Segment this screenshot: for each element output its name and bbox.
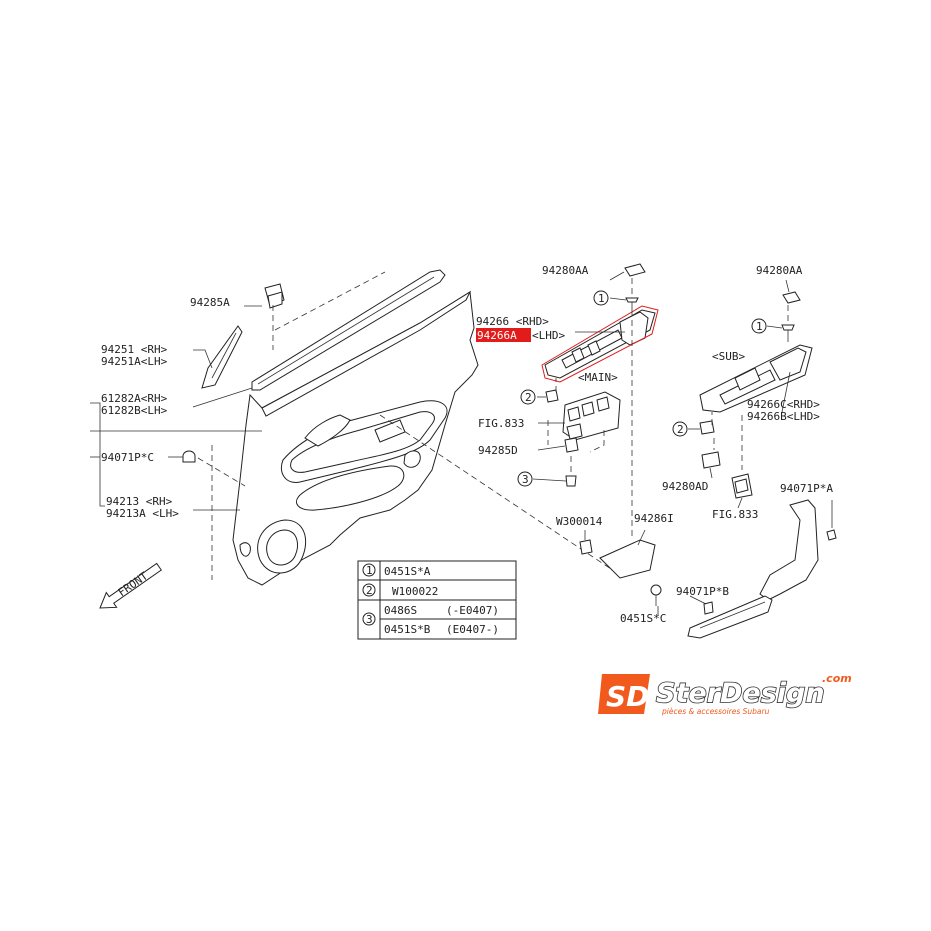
label-w300014: W300014: [556, 515, 603, 528]
label-94251: 94251 <RH>: [101, 343, 168, 356]
callout-2-sub: 2: [672, 421, 688, 437]
label-fig833-main: FIG.833: [478, 417, 524, 430]
svg-text:2: 2: [677, 423, 684, 436]
callout-1-sub: 1: [751, 318, 767, 334]
cap-94280aa-main: [624, 263, 646, 277]
svg-text:3: 3: [522, 473, 529, 486]
main-switch-panel: [544, 309, 656, 379]
label-94266a: 94266A: [477, 329, 517, 342]
clip-94071pc: [182, 450, 196, 463]
window-switch-main: [562, 391, 621, 441]
clip-94285d: [564, 437, 579, 453]
front-label: FRONT: [116, 569, 151, 599]
label-94266: 94266 <RHD>: [476, 315, 549, 328]
logo-domain: .com: [822, 672, 852, 685]
front-direction-arrow: FRONT: [99, 562, 162, 609]
label-94213a: 94213A <LH>: [106, 507, 179, 520]
screw-callout-1-main: [625, 297, 639, 315]
legend-text-3a: 0486S: [384, 604, 417, 617]
door-trim-panel: [232, 290, 479, 586]
cap-94280aa-sub: [782, 291, 801, 304]
clip-w300014: [579, 539, 593, 555]
clip-94285a: [264, 283, 285, 309]
screw-0451sc: [650, 584, 662, 606]
label-94280aa-main: 94280AA: [542, 264, 589, 277]
svg-text:1: 1: [756, 320, 763, 333]
logo-tagline: pièces & accessoires Subaru: [661, 707, 770, 716]
label-61282a: 61282A<RH>: [101, 392, 168, 405]
callout-1-main: 1: [593, 290, 609, 306]
label-fig833-sub: FIG.833: [712, 508, 758, 521]
label-main: <MAIN>: [578, 371, 618, 384]
bracket-94286i: [599, 539, 656, 579]
legend-text-1: 0451S*A: [384, 565, 431, 578]
logo-mark: SD: [598, 674, 650, 714]
legend-range-3b: (E0407-): [446, 623, 499, 636]
screw-callout-1-sub: [781, 324, 795, 342]
clip-callout-2-main: [545, 389, 559, 403]
logo-brand-text: SterDesign: [656, 678, 825, 709]
clip-94071pa: [826, 529, 837, 541]
legend-text-2: W100022: [392, 585, 438, 598]
clip-94280ad: [701, 451, 721, 469]
label-94266c: 94266C<RHD>: [747, 398, 820, 411]
legend-text-3b: 0451S*B: [384, 623, 431, 636]
label-94266a-lhd: <LHD>: [532, 329, 565, 342]
screw-callout-3: [565, 475, 577, 487]
label-94266b: 94266B<LHD>: [747, 410, 820, 423]
label-94266a-highlight: [476, 328, 531, 342]
legend-ref-1: 1: [366, 564, 373, 577]
pillar-trim: [687, 499, 819, 639]
corner-cover-94251: [201, 325, 243, 389]
main-switch-highlight: [541, 305, 659, 383]
callout-3-main: 3: [517, 471, 533, 487]
fastener-legend: 1 0451S*A 2 W100022 3 0486S (-E0407) 045…: [357, 560, 517, 640]
label-94286i: 94286I: [634, 512, 674, 525]
svg-text:SD: SD: [606, 680, 649, 713]
label-94251a: 94251A<LH>: [101, 355, 168, 368]
legend-ref-3: 3: [366, 613, 373, 626]
window-switch-sub: [731, 473, 753, 499]
label-94280ad: 94280AD: [662, 480, 708, 493]
svg-text:1: 1: [598, 292, 605, 305]
sterdesign-logo: SD SterDesign .com pièces & accessoires …: [598, 672, 852, 716]
label-94280aa-sub: 94280AA: [756, 264, 803, 277]
label-94213: 94213 <RH>: [106, 495, 173, 508]
label-94285a: 94285A: [190, 296, 230, 309]
callout-2-main: 2: [520, 389, 536, 405]
clip-94071pb: [703, 601, 714, 615]
sub-switch-panel: [699, 344, 813, 413]
label-sub: <SUB>: [712, 350, 745, 363]
legend-range-3a: (-E0407): [446, 604, 499, 617]
label-94071pa: 94071P*A: [780, 482, 833, 495]
label-61282b: 61282B<LH>: [101, 404, 168, 417]
label-94071pc: 94071P*C: [101, 451, 154, 464]
clip-callout-2-sub: [699, 420, 715, 435]
legend-ref-2: 2: [366, 584, 373, 597]
label-94285d: 94285D: [478, 444, 518, 457]
label-0451sc: 0451S*C: [620, 612, 666, 625]
label-94071pb: 94071P*B: [676, 585, 729, 598]
svg-text:2: 2: [525, 391, 532, 404]
